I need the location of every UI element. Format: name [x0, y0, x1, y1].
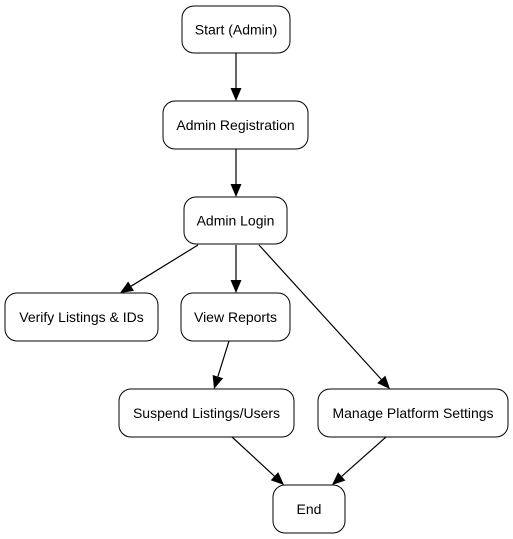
arrowhead-icon [212, 374, 224, 389]
node-admin-login: Admin Login [183, 196, 288, 245]
arrowhead-icon [230, 88, 242, 101]
edge-line [341, 436, 387, 477]
edge-settings-to-end [332, 436, 387, 485]
arrowhead-icon [120, 281, 134, 293]
arrowhead-icon [332, 472, 346, 485]
arrowhead-icon [270, 472, 284, 485]
edge-registration-to-login [230, 149, 242, 197]
node-suspend-listings-label: Suspend Listings/Users [133, 405, 280, 421]
edge-line [231, 436, 275, 477]
node-start-label: Start (Admin) [195, 22, 277, 38]
node-suspend-listings: Suspend Listings/Users [118, 388, 295, 438]
arrowhead-icon [230, 280, 242, 293]
node-end: End [272, 484, 346, 534]
node-start: Start (Admin) [181, 5, 291, 54]
node-end-label: End [297, 501, 322, 517]
arrowhead-icon [230, 184, 242, 197]
node-admin-registration: Admin Registration [162, 100, 309, 150]
node-view-reports: View Reports [180, 292, 291, 342]
edge-login-to-verify [120, 244, 199, 293]
node-manage-settings: Manage Platform Settings [317, 388, 509, 438]
node-admin-registration-label: Admin Registration [176, 117, 294, 133]
edge-line [258, 244, 382, 380]
flowchart-edges [120, 53, 390, 485]
node-verify-listings: Verify Listings & IDs [4, 292, 159, 342]
edge-start-to-registration [230, 53, 242, 101]
edge-line [217, 340, 230, 377]
edge-suspend-to-end [231, 436, 284, 485]
node-verify-listings-label: Verify Listings & IDs [19, 309, 144, 325]
edge-reports-to-suspend [212, 340, 230, 389]
node-admin-login-label: Admin Login [197, 213, 275, 229]
arrowhead-icon [377, 375, 390, 389]
edge-login-to-settings [258, 244, 390, 389]
node-view-reports-label: View Reports [194, 309, 277, 325]
edge-login-to-reports [230, 245, 242, 293]
edge-line [130, 244, 199, 287]
node-manage-settings-label: Manage Platform Settings [332, 405, 493, 421]
